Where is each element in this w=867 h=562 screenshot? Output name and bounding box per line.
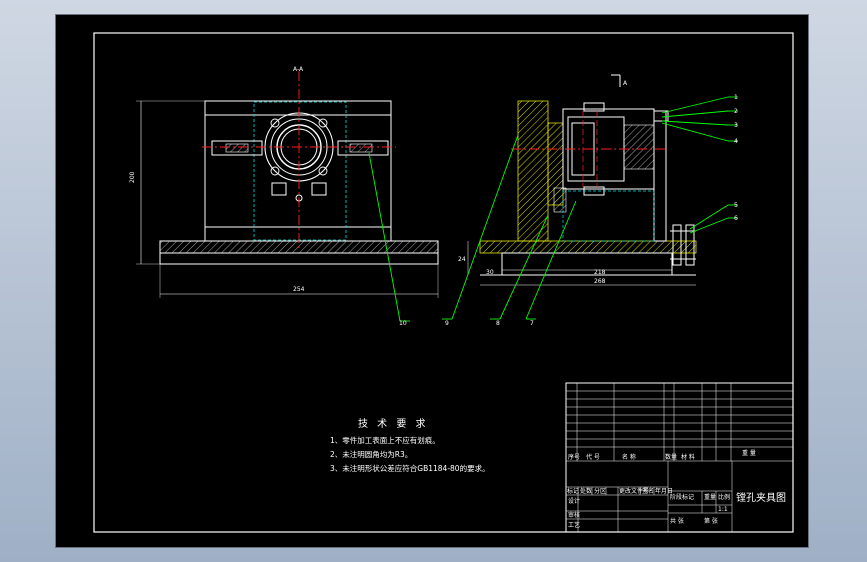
label-stage: 阶段标记 [670, 493, 694, 501]
label-zone: 分区 [594, 487, 606, 495]
requirement-1: 1、零件加工表面上不应有划痕。 [330, 435, 440, 445]
balloon-1: 1 [734, 94, 738, 101]
requirement-3: 3、未注明形状公差应符合GB1184-80的要求。 [330, 463, 490, 473]
balloon-4: 4 [734, 138, 738, 145]
label-date: 年月日 [655, 487, 673, 495]
title-block: 序号 代 号 名 称 数量 材 料 重 量 标记 处数 分区 更改文件号 签名 … [565, 382, 794, 533]
header-material: 材 料 [681, 453, 695, 461]
side-view: A 268 218 30 24 1 2 3 4 5 6 7 8 [442, 74, 738, 327]
technical-requirements: 技 术 要 求 1、零件加工表面上不应有划痕。 2、未注明圆角均为R3。 3、未… [330, 417, 490, 473]
label-sheet-no: 第 张 [704, 517, 718, 525]
label-change: 更改文件号 [619, 487, 649, 495]
dim-front-height: 200 [129, 171, 136, 183]
balloon-9: 9 [445, 320, 449, 327]
dim-front-width: 254 [293, 286, 305, 293]
balloon-8: 8 [496, 320, 500, 327]
balloon-7: 7 [530, 320, 534, 327]
scale-value: 1:1 [718, 506, 728, 513]
label-review: 审核 [568, 511, 580, 519]
header-qty: 数量 [665, 453, 677, 461]
balloon-3: 3 [734, 122, 738, 129]
header-seq: 序号 [568, 453, 580, 461]
balloon-10: 10 [399, 320, 407, 327]
requirement-2: 2、未注明圆角均为R3。 [330, 449, 412, 459]
dim-side-height: 24 [458, 256, 466, 263]
header-code: 代 号 [586, 453, 600, 461]
cad-drawing: A-A 200 254 10 [93, 32, 794, 533]
balloon-6: 6 [734, 215, 738, 222]
balloon-2: 2 [734, 108, 738, 115]
label-mark: 标记 [567, 487, 579, 495]
balloon-5: 5 [734, 202, 738, 209]
label-design: 设计 [568, 497, 580, 505]
label-mass: 重量 [704, 493, 716, 501]
dim-side-mid: 218 [594, 269, 606, 276]
section-mark: A [623, 80, 628, 87]
label-sheets: 共 张 [670, 517, 684, 525]
dim-side-total: 268 [594, 278, 606, 285]
svg-text:A-A: A-A [293, 66, 304, 73]
inner-border [93, 32, 794, 533]
label-sign: 签名 [642, 487, 654, 495]
front-view: A-A 200 254 10 [129, 66, 439, 327]
requirements-title: 技 术 要 求 [358, 417, 429, 430]
drawing-sheet: A-A 200 254 10 [55, 14, 809, 548]
dim-side-left: 30 [486, 269, 494, 276]
side-body [517, 100, 549, 242]
header-weight: 重 量 [742, 449, 756, 457]
drawing-title: 镗孔夹具图 [736, 491, 786, 504]
header-name: 名 称 [622, 453, 636, 461]
label-scale: 比例 [718, 493, 730, 501]
label-count: 处数 [580, 487, 592, 495]
label-process: 工艺 [568, 521, 580, 529]
front-body [204, 100, 392, 242]
